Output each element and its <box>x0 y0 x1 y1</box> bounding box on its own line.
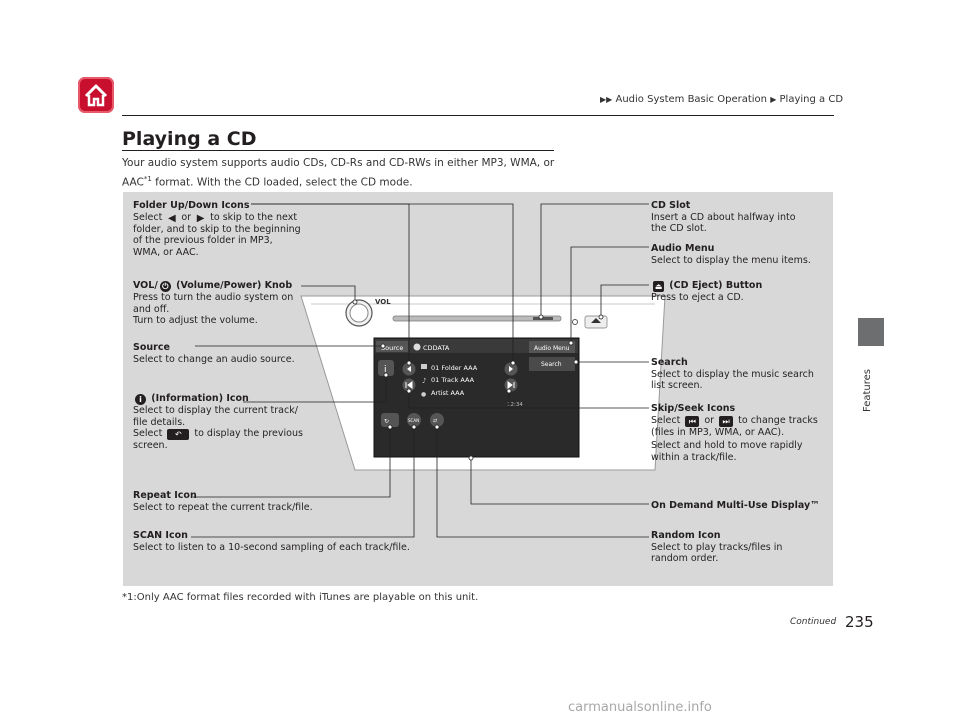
callout-eject: ⏏ (CD Eject) Button Press to eject a CD. <box>651 280 763 303</box>
callout-audio-menu: Audio Menu Select to display the menu it… <box>651 243 811 266</box>
header-rule <box>122 115 834 116</box>
callout-search: Search Select to display the music searc… <box>651 357 814 391</box>
title-rule <box>122 150 554 151</box>
svg-text:Artist AAA: Artist AAA <box>431 389 465 397</box>
svg-text:Search: Search <box>541 361 562 368</box>
home-button[interactable] <box>78 77 114 113</box>
svg-text:Source: Source <box>381 344 403 352</box>
svg-text:01 Folder AAA: 01 Folder AAA <box>431 364 478 372</box>
random-button <box>430 413 444 427</box>
folder-up-icon: ▶ <box>196 212 205 224</box>
intro-text: Your audio system supports audio CDs, CD… <box>122 157 555 189</box>
continued-label: Continued <box>790 617 837 627</box>
svg-text:01 Track AAA: 01 Track AAA <box>431 376 475 384</box>
callout-info: i (Information) Icon Select to display t… <box>133 393 303 451</box>
info-icon: i <box>135 394 146 405</box>
back-icon: ↶ <box>167 429 190 440</box>
callout-folder: Folder Up/Down Icons Select ◀ or ▶ to sk… <box>133 200 301 258</box>
svg-text:12:34: 12:34 <box>507 402 523 408</box>
page-number: 235 <box>845 613 874 631</box>
footnote: *1:Only AAC format files recorded with i… <box>122 592 479 603</box>
audio-unit-illustration: VOL Source CDDATA Audio Menu Search i 01… <box>191 203 666 538</box>
search-button <box>529 357 575 371</box>
svg-text:♪: ♪ <box>422 377 426 385</box>
section-tab[interactable] <box>858 318 884 346</box>
callout-cd-slot: CD Slot Insert a CD about halfway into t… <box>651 200 796 234</box>
svg-text:Audio Menu: Audio Menu <box>534 345 570 352</box>
knob-label: VOL <box>375 298 391 306</box>
source-button <box>376 341 408 352</box>
audio-unit-figure: VOL Source CDDATA Audio Menu Search i 01… <box>123 192 833 586</box>
info-icon-button <box>378 360 394 376</box>
audio-menu-button <box>529 341 575 353</box>
breadcrumb-parent[interactable]: Audio System Basic Operation <box>615 94 768 105</box>
home-icon <box>84 84 108 107</box>
callout-scan: SCAN Icon Select to listen to a 10-secon… <box>133 530 410 553</box>
breadcrumb-arrow-icon: ▶▶ <box>600 95 613 104</box>
callout-on-demand-display: On Demand Multi-Use Display™ <box>651 500 820 511</box>
breadcrumb-current: Playing a CD <box>779 94 844 105</box>
svg-text:SCAN: SCAN <box>408 418 419 423</box>
repeat-button <box>381 413 399 427</box>
callout-skip-seek: Skip/Seek Icons Select ⏮ or ⏭ to change … <box>651 403 818 463</box>
eject-icon: ⏏ <box>653 281 664 292</box>
svg-text:↻: ↻ <box>384 418 389 425</box>
svg-text:●: ● <box>421 391 426 398</box>
callout-repeat: Repeat Icon Select to repeat the current… <box>133 490 313 513</box>
skip-back-icon: ⏮ <box>685 415 700 427</box>
callout-random: Random Icon Select to play tracks/files … <box>651 530 783 564</box>
page-title: Playing a CD <box>122 128 257 150</box>
eject-button-icon <box>591 318 601 323</box>
skip-forward-icon: ⏭ <box>719 415 734 427</box>
callout-vol-knob: VOL/⏻ (Volume/Power) Knob Press to turn … <box>133 280 294 326</box>
watermark: carmanualsonline.info <box>568 700 712 715</box>
section-label: Features <box>862 369 873 412</box>
callout-source: Source Select to change an audio source. <box>133 342 295 365</box>
svg-text:⇄: ⇄ <box>433 418 437 424</box>
power-icon: ⏻ <box>159 281 171 292</box>
breadcrumb-arrow-icon: ▶ <box>770 95 777 104</box>
svg-text:CDDATA: CDDATA <box>423 344 450 352</box>
svg-text:i: i <box>384 365 387 375</box>
scan-button <box>407 413 421 427</box>
breadcrumb: ▶▶ Audio System Basic Operation ▶ Playin… <box>600 94 843 105</box>
folder-down-icon: ◀ <box>167 212 176 224</box>
